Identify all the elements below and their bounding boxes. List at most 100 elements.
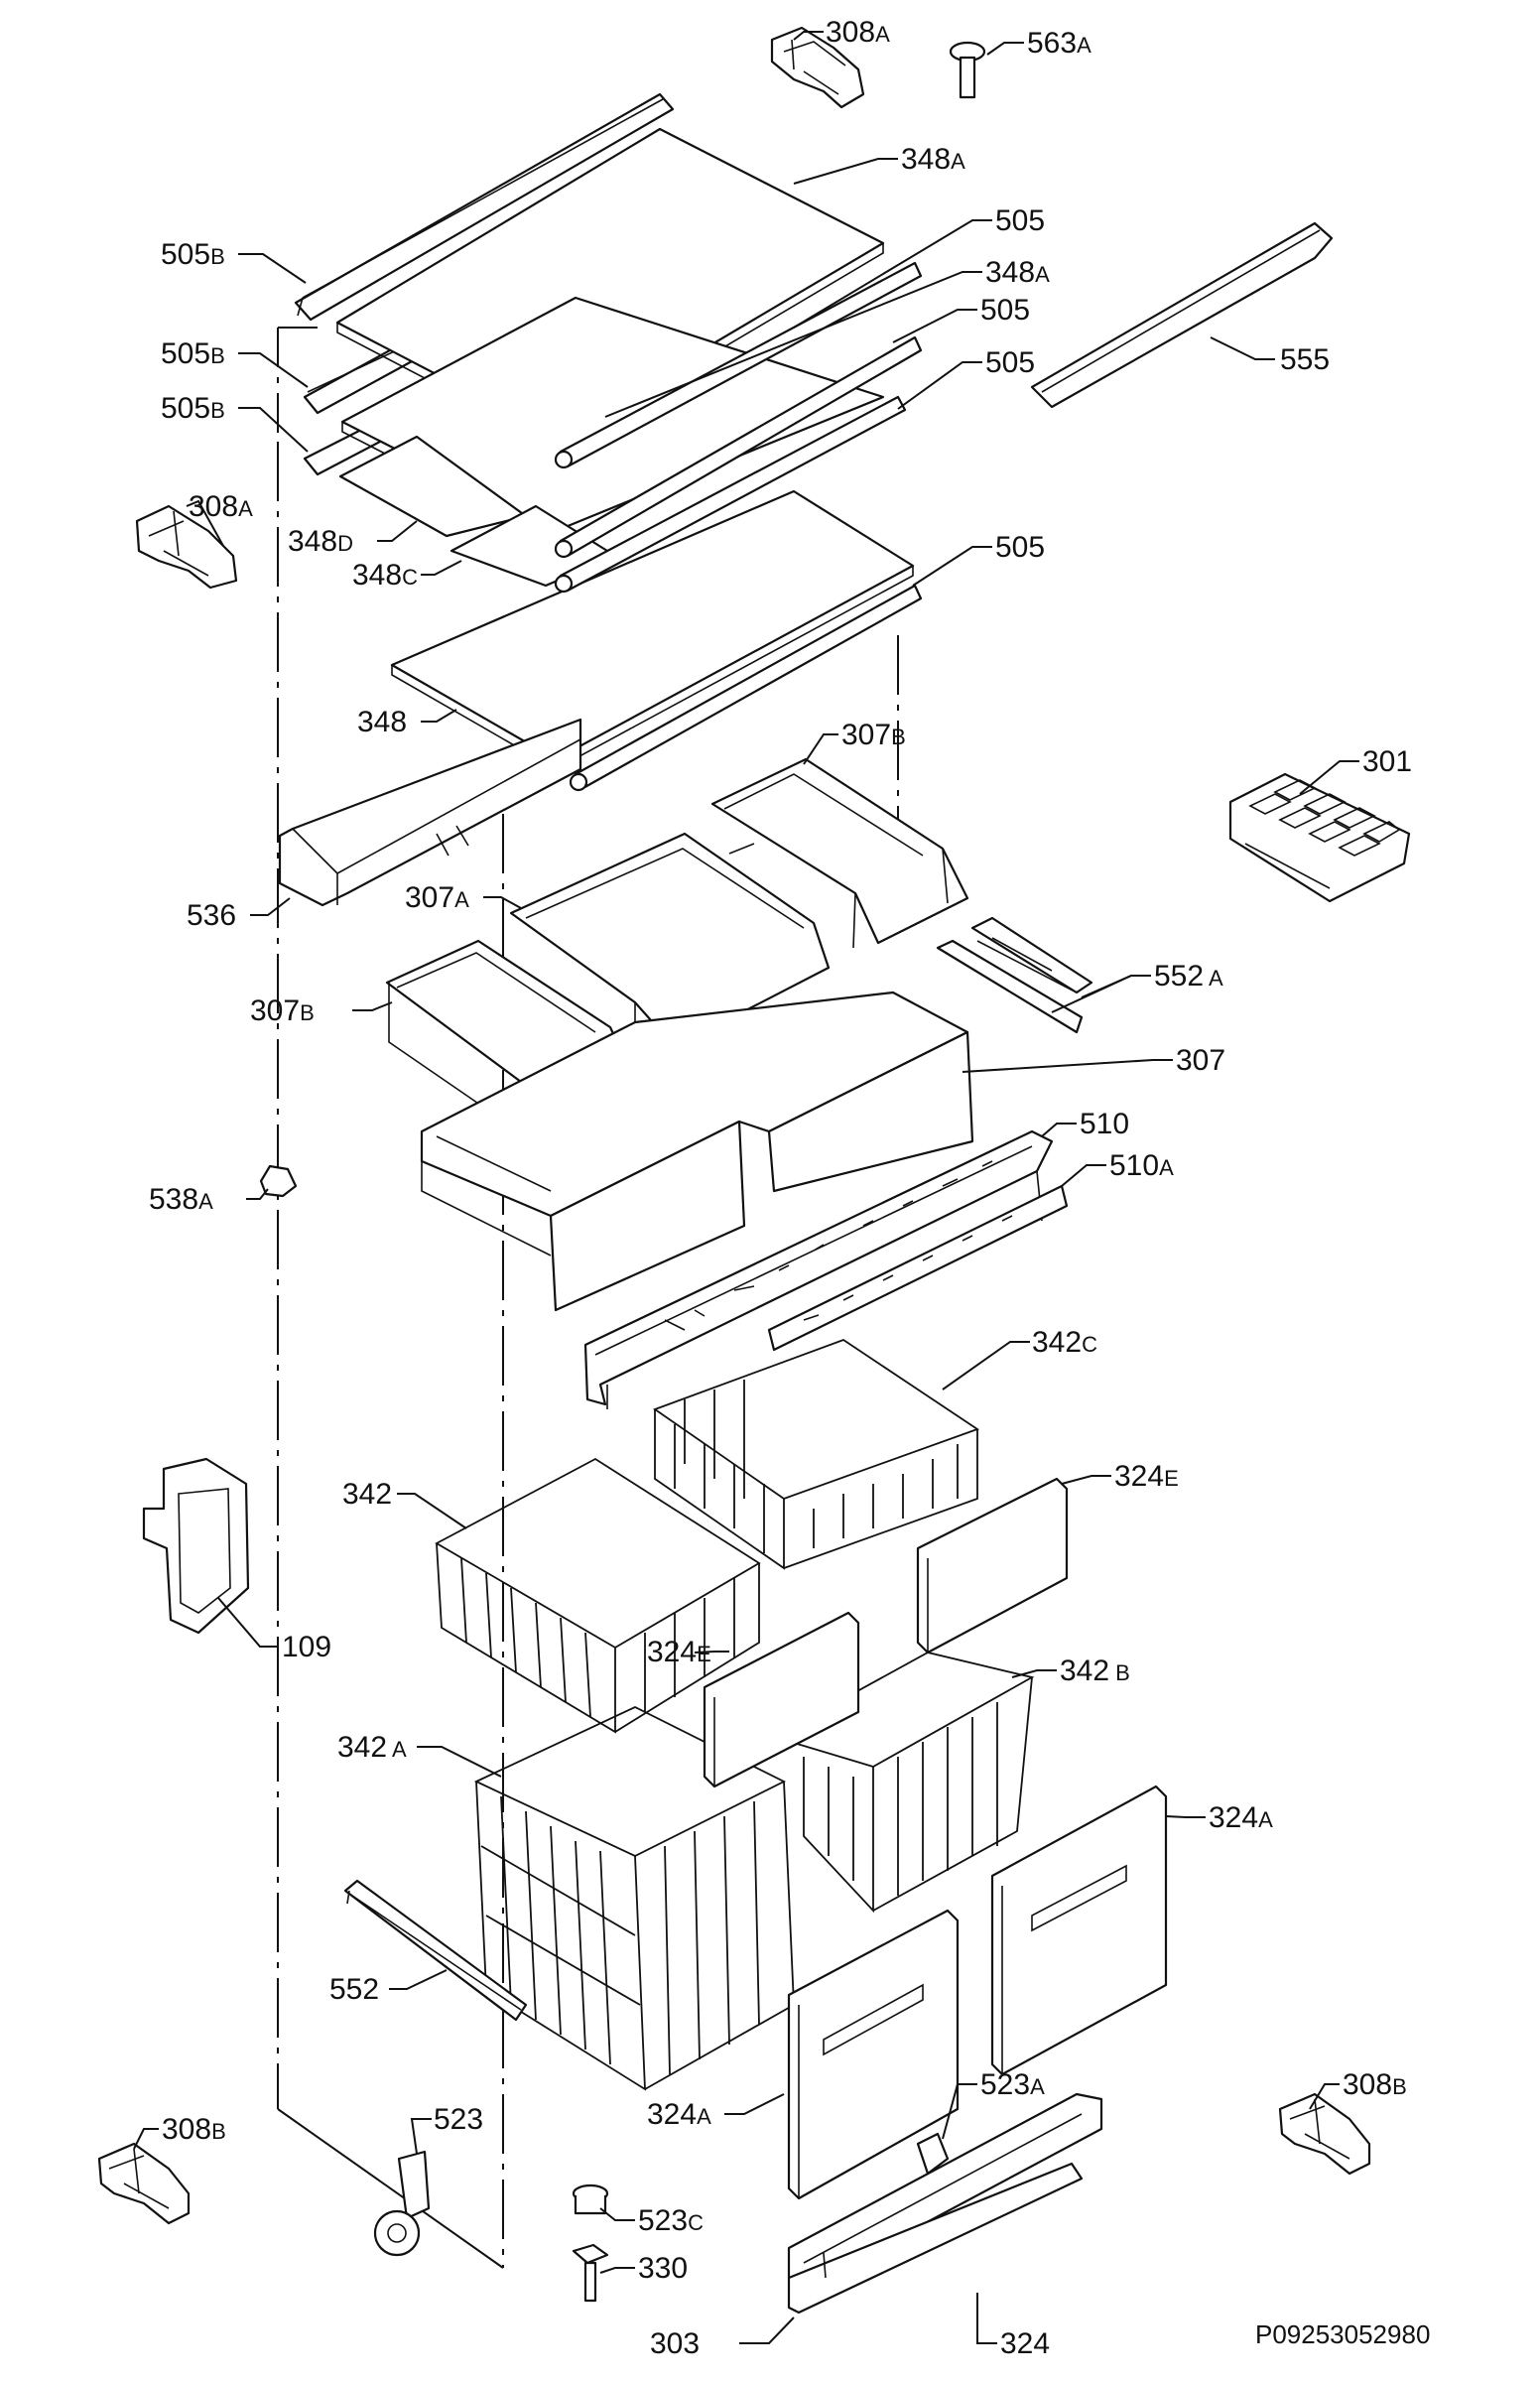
label-348a-2: 348A bbox=[985, 256, 1050, 289]
label-suffix: A bbox=[1204, 966, 1223, 991]
corner-bracket-bottom-right bbox=[1278, 2092, 1371, 2176]
label-348d: 348D bbox=[288, 525, 353, 558]
label-number: 348 bbox=[985, 256, 1035, 289]
label-505b-3: 505B bbox=[161, 392, 225, 425]
label-number: 348 bbox=[357, 706, 407, 738]
label-number: 307 bbox=[1176, 1044, 1225, 1077]
label-number: 307 bbox=[841, 719, 891, 751]
label-suffix: D bbox=[337, 531, 353, 556]
drawer-307 bbox=[420, 991, 974, 1312]
label-number: 505 bbox=[995, 531, 1045, 564]
label-suffix: A bbox=[1258, 1807, 1273, 1832]
label-number: 330 bbox=[638, 2252, 688, 2285]
label-number: 505 bbox=[161, 337, 210, 370]
label-552: 552 bbox=[329, 1973, 379, 2006]
rail-552a bbox=[936, 916, 1093, 1034]
label-number: 342 bbox=[1032, 1326, 1082, 1359]
label-342a: 342 A bbox=[337, 1731, 407, 1764]
label-324e-2: 324E bbox=[647, 1636, 711, 1668]
label-suffix: A bbox=[697, 2104, 711, 2129]
label-number: 563 bbox=[1027, 27, 1077, 60]
label-number: 324 bbox=[647, 1636, 697, 1668]
label-523a: 523A bbox=[980, 2068, 1045, 2101]
bushing-523c bbox=[572, 2184, 609, 2215]
label-523c: 523C bbox=[638, 2204, 704, 2237]
label-330: 330 bbox=[638, 2252, 688, 2285]
tray-307b-right bbox=[710, 757, 969, 949]
label-555: 555 bbox=[1280, 343, 1330, 376]
label-suffix: B bbox=[891, 725, 906, 749]
drawer-front-324a-left bbox=[787, 1909, 960, 2200]
screw-563a bbox=[949, 41, 986, 99]
front-trim-505-3 bbox=[554, 395, 907, 594]
label-308b-right: 308B bbox=[1343, 2068, 1407, 2101]
label-505b-1: 505B bbox=[161, 238, 225, 271]
label-510: 510 bbox=[1080, 1108, 1129, 1140]
baffle-324e-centre bbox=[703, 1611, 860, 1788]
label-308b-left: 308B bbox=[162, 2113, 226, 2146]
drawer-front-324a-right bbox=[990, 1785, 1168, 2076]
label-number: 348 bbox=[352, 559, 402, 592]
label-suffix: A bbox=[1035, 262, 1050, 287]
label-number: 505 bbox=[161, 392, 210, 425]
label-number: 303 bbox=[650, 2327, 700, 2360]
corner-bracket-top bbox=[770, 26, 865, 109]
label-307a: 307A bbox=[405, 881, 469, 914]
basket-342 bbox=[435, 1457, 761, 1734]
label-348a-1: 348A bbox=[901, 143, 965, 176]
corner-bracket-bottom-left bbox=[97, 2142, 191, 2225]
label-number: 510 bbox=[1080, 1108, 1129, 1140]
label-number: 301 bbox=[1362, 745, 1412, 778]
label-342: 342 bbox=[342, 1478, 392, 1511]
label-505-1: 505 bbox=[995, 204, 1045, 237]
label-number: 348 bbox=[288, 525, 337, 558]
label-number: 308 bbox=[162, 2113, 211, 2146]
label-number: 538 bbox=[149, 1183, 198, 1216]
label-number: 342 bbox=[337, 1731, 387, 1764]
label-number: 505 bbox=[995, 204, 1045, 237]
corner-bracket-left bbox=[135, 504, 238, 590]
front-trim-505-4 bbox=[569, 584, 923, 792]
label-number: 308 bbox=[826, 16, 875, 49]
leader-lines bbox=[133, 31, 1359, 2344]
label-number: 324 bbox=[647, 2098, 697, 2131]
label-324: 324 bbox=[1000, 2327, 1050, 2360]
label-suffix: A bbox=[387, 1737, 407, 1762]
label-suffix: B bbox=[210, 398, 225, 423]
label-number: 307 bbox=[250, 994, 300, 1027]
label-number: 523 bbox=[638, 2204, 688, 2237]
label-suffix: B bbox=[1392, 2074, 1407, 2099]
label-510a: 510A bbox=[1109, 1149, 1174, 1182]
label-505b-2: 505B bbox=[161, 337, 225, 370]
label-505-3: 505 bbox=[985, 346, 1035, 379]
label-505-4: 505 bbox=[995, 531, 1045, 564]
label-suffix: A bbox=[198, 1189, 213, 1214]
label-308a-top: 308A bbox=[826, 16, 890, 49]
kick-plate-303 bbox=[787, 2092, 1103, 2315]
label-suffix: B bbox=[1109, 1660, 1130, 1685]
baffle-324e-right bbox=[916, 1477, 1069, 1654]
label-552a: 552 A bbox=[1154, 960, 1223, 992]
label-324e-1: 324E bbox=[1114, 1460, 1179, 1493]
slide-rail-552 bbox=[343, 1879, 528, 2022]
shelf-channel-536 bbox=[278, 718, 582, 907]
label-number: 324 bbox=[1000, 2327, 1050, 2360]
label-301: 301 bbox=[1362, 745, 1412, 778]
label-number: 505 bbox=[985, 346, 1035, 379]
label-suffix: A bbox=[875, 22, 890, 47]
label-505-2: 505 bbox=[980, 294, 1030, 327]
label-307b-2: 307B bbox=[250, 994, 315, 1027]
label-303: 303 bbox=[650, 2327, 700, 2360]
label-number: 324 bbox=[1114, 1460, 1164, 1493]
label-number: 308 bbox=[189, 490, 238, 523]
label-307b-1: 307B bbox=[841, 719, 906, 751]
screw-330 bbox=[572, 2243, 609, 2303]
label-307: 307 bbox=[1176, 1044, 1225, 1077]
label-number: 523 bbox=[980, 2068, 1030, 2101]
ice-cube-tray-301 bbox=[1228, 772, 1411, 903]
label-suffix: C bbox=[1082, 1332, 1097, 1357]
label-number: 510 bbox=[1109, 1149, 1159, 1182]
